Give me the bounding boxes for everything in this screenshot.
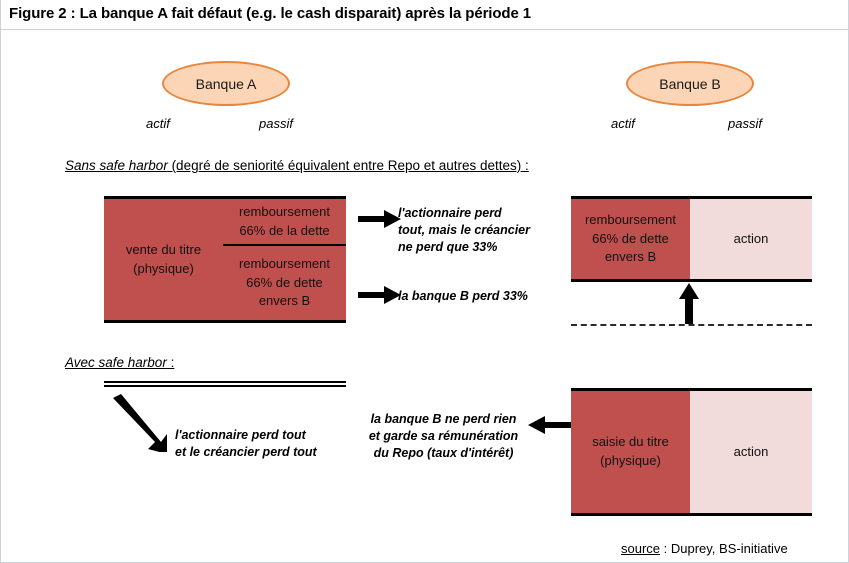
annotation-sans-2: la banque B perd 33% bbox=[398, 289, 528, 303]
section-heading-avec-safe-harbor-detail: : bbox=[166, 355, 175, 370]
bank-a-passif-label: passif bbox=[259, 116, 293, 131]
arrow-right-1 bbox=[358, 209, 402, 229]
bank-b-label: Banque B bbox=[659, 75, 721, 92]
bank-a-asset-cell: vente du titre(physique) bbox=[104, 199, 223, 320]
arrow-down-right-icon bbox=[113, 394, 167, 452]
bank-b-balance-sheet-avec-safe-harbor: saisie du titre(physique) action bbox=[571, 388, 812, 516]
bank-a-balance-sheet-avec-safe-harbor-empty bbox=[104, 381, 346, 387]
source-text: : Duprey, BS-initiative bbox=[660, 541, 788, 556]
bank-a-actif-label: actif bbox=[146, 116, 170, 131]
section-heading-avec-safe-harbor: Avec safe harbor : bbox=[65, 355, 174, 370]
title-bar bbox=[1, 0, 848, 30]
bank-b-passif-label: passif bbox=[728, 116, 762, 131]
figure-title: Figure 2 : La banque A fait défaut (e.g.… bbox=[9, 5, 532, 22]
arrow-diagonal-1 bbox=[111, 394, 171, 452]
bank-b-asset-cell-avec: saisie du titre(physique) bbox=[571, 391, 690, 513]
arrow-left-1 bbox=[528, 415, 572, 435]
section-heading-sans-safe-harbor-detail: (degré de seniorité équivalent entre Rep… bbox=[167, 158, 529, 173]
bank-b-liability-cell-sans: action bbox=[690, 199, 812, 279]
dashed-separator-line bbox=[571, 324, 812, 326]
arrow-right-icon bbox=[358, 210, 401, 228]
bank-b-actif-label: actif bbox=[611, 116, 635, 131]
section-heading-sans-safe-harbor-term: Sans safe harbor bbox=[65, 158, 168, 173]
arrow-left-icon bbox=[528, 416, 571, 434]
arrow-right-icon bbox=[358, 286, 401, 304]
arrow-up-1 bbox=[677, 283, 701, 325]
bank-b-ellipse: Banque B bbox=[626, 61, 754, 106]
arrow-up-icon bbox=[679, 283, 699, 324]
bank-b-liability-cell-avec: action bbox=[690, 391, 812, 513]
bank-a-ellipse: Banque A bbox=[162, 61, 290, 106]
source-prefix: source bbox=[621, 541, 661, 556]
bank-a-label: Banque A bbox=[195, 75, 257, 92]
source-line: source : Duprey, BS-initiative bbox=[621, 541, 788, 556]
section-heading-avec-safe-harbor-term: Avec safe harbor bbox=[65, 355, 167, 370]
arrow-right-2 bbox=[358, 285, 402, 305]
section-heading-sans-safe-harbor: Sans safe harbor (degré de seniorité équ… bbox=[65, 158, 529, 173]
